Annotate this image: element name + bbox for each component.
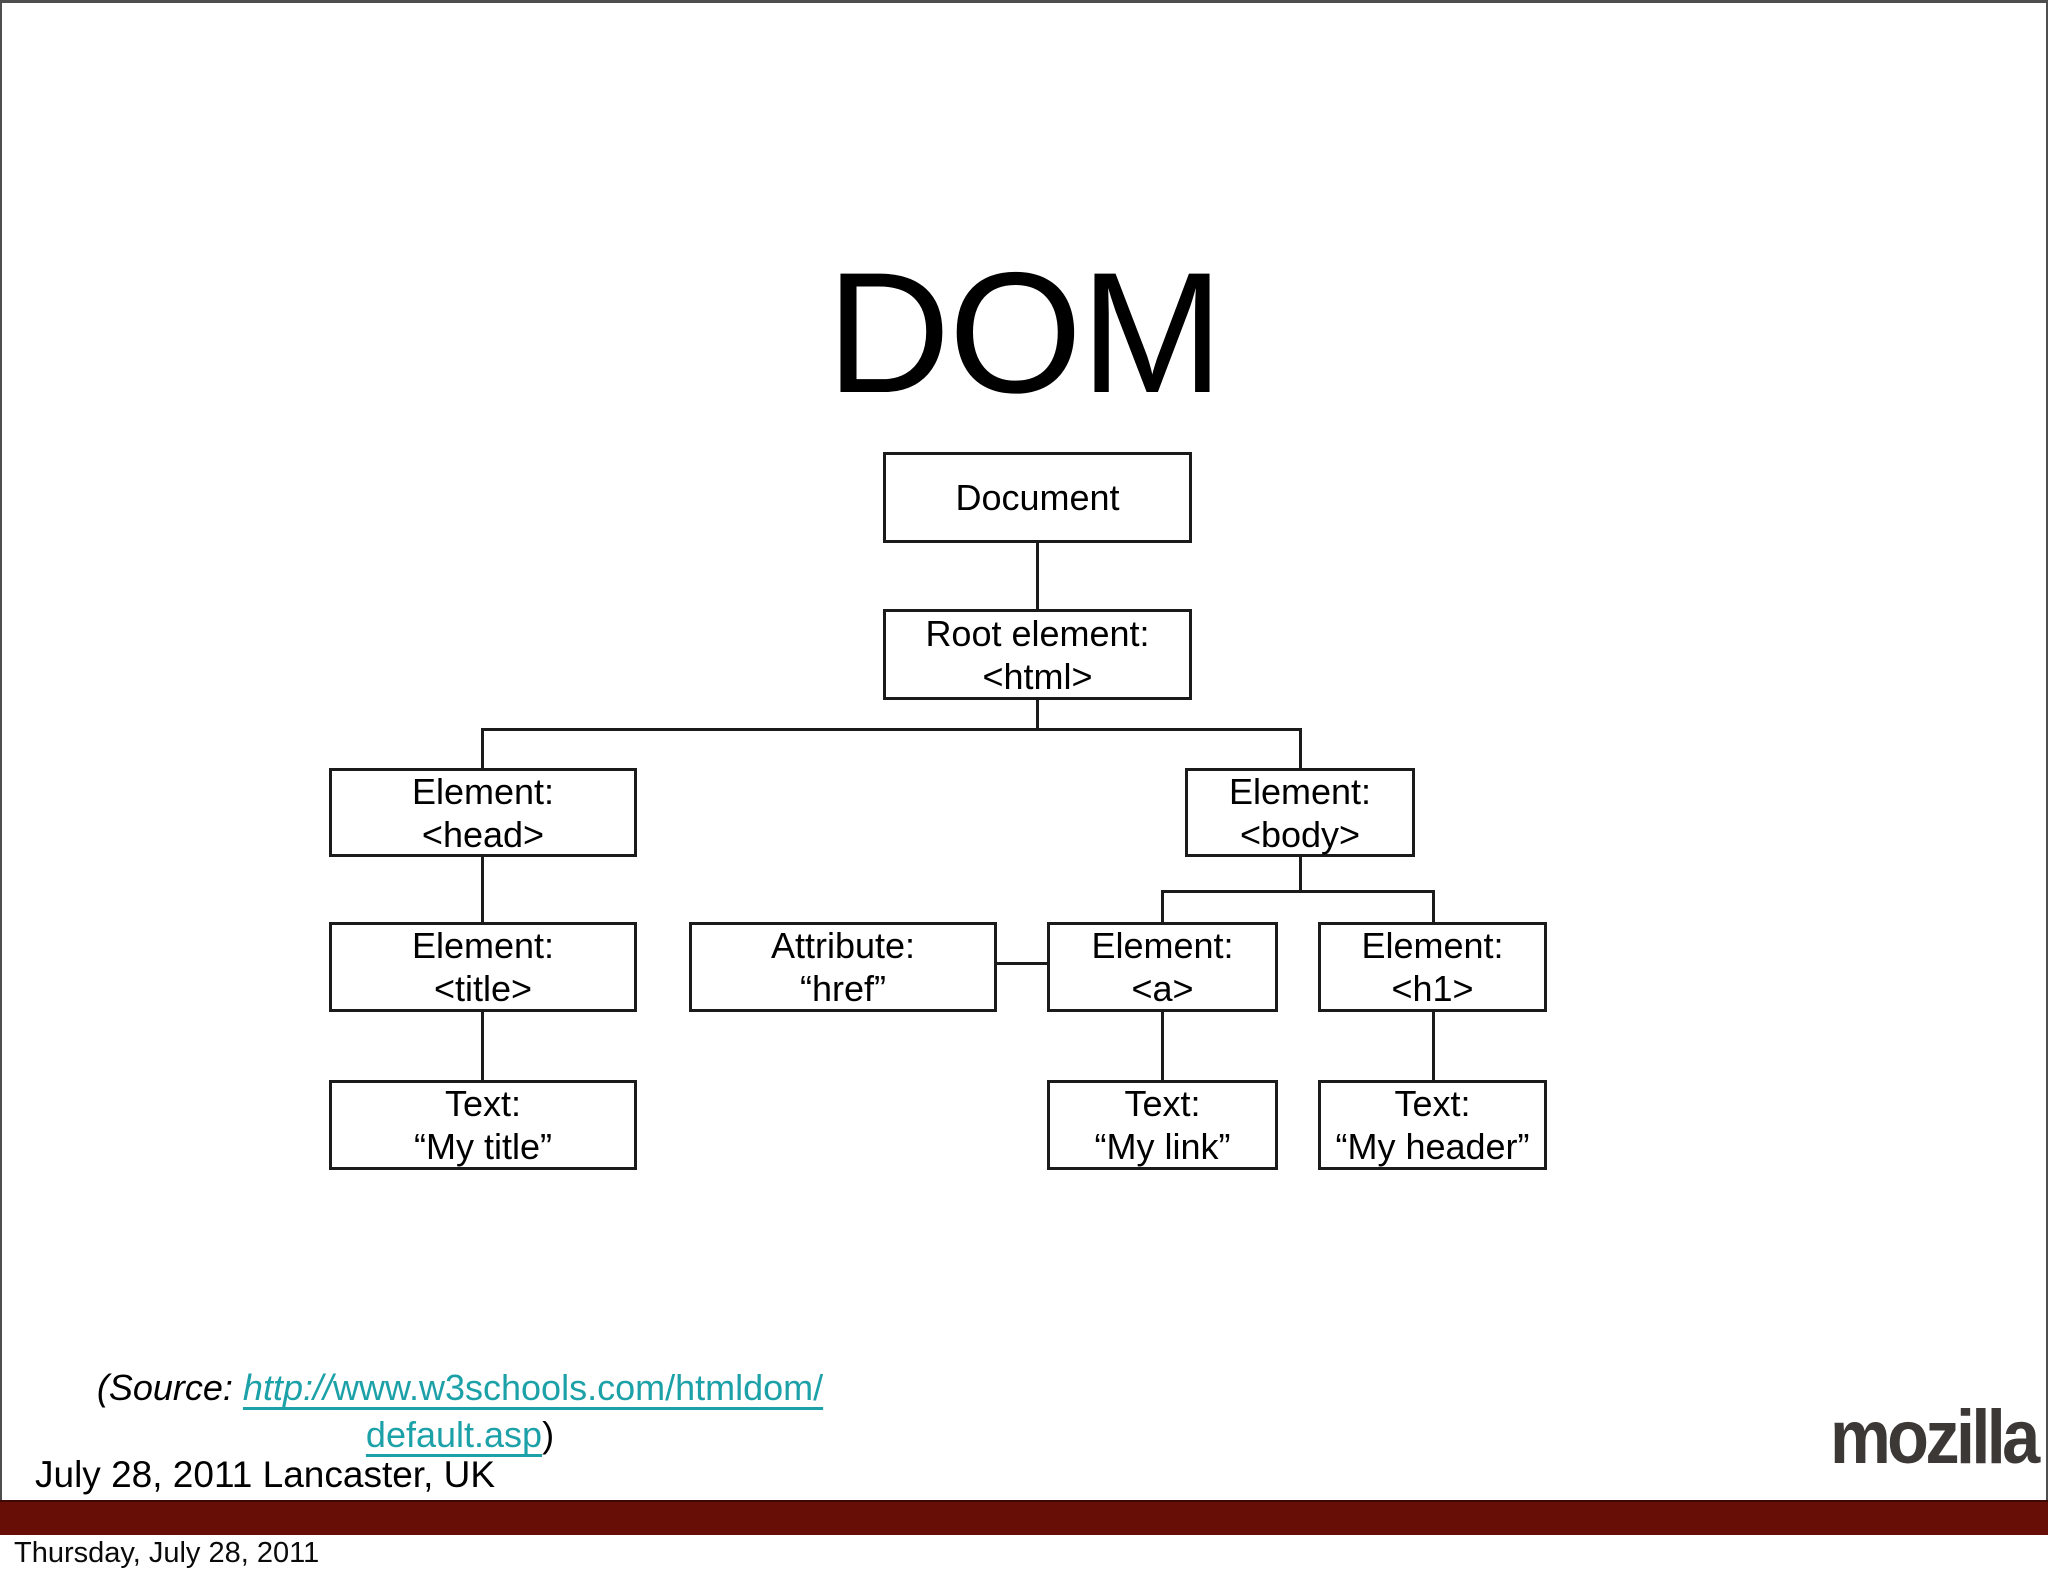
edge-body-stub — [1299, 857, 1302, 893]
source-attribution: (Source: http://www.w3schools.com/htmldo… — [60, 1364, 860, 1458]
node-attribute-href: Attribute: “href” — [689, 922, 997, 1012]
edge-root-stub — [1036, 700, 1039, 731]
edge-drop-head — [481, 728, 484, 768]
node-value: <head> — [421, 813, 545, 855]
node-label: Element: — [1228, 770, 1372, 812]
source-url-scheme[interactable]: http:// — [242, 1367, 333, 1408]
date-location-text: July 28, 2011 Lancaster, UK — [35, 1454, 496, 1495]
node-label: Attribute: — [770, 925, 916, 966]
node-label: Element: — [411, 925, 555, 966]
node-value: <html> — [982, 655, 1093, 697]
node-document: Document — [883, 452, 1192, 543]
maroon-divider-bar — [0, 1500, 2048, 1535]
node-element-title: Element: <title> — [329, 922, 637, 1012]
edge-anchor-text — [1161, 1012, 1164, 1080]
edge-drop-anchor — [1161, 890, 1164, 922]
node-label: Element: — [1091, 925, 1234, 966]
node-value: <h1> — [1391, 968, 1474, 1009]
edge-h1-text — [1432, 1012, 1435, 1080]
node-label: Element: — [411, 770, 555, 812]
node-element-a: Element: <a> — [1047, 922, 1278, 1012]
edge-root-children-horizontal — [481, 728, 1302, 731]
mozilla-logo: mozilla — [1830, 1395, 2040, 1480]
node-label: Text: — [1124, 1083, 1201, 1124]
edge-body-children-horizontal — [1161, 890, 1435, 893]
node-value: <title> — [433, 968, 533, 1009]
node-element-body: Element: <body> — [1185, 768, 1415, 857]
source-url-link[interactable]: http://www.w3schools.com/htmldom/ — [243, 1367, 823, 1408]
node-value: “My title” — [414, 1126, 552, 1167]
page-title: DOM — [826, 237, 1223, 430]
source-suffix: ) — [542, 1414, 555, 1455]
node-label: Text: — [444, 1083, 522, 1124]
node-text-my-title: Text: “My title” — [329, 1080, 637, 1170]
node-label: Text: — [1394, 1083, 1471, 1124]
node-value: <body> — [1239, 813, 1361, 855]
source-prefix: (Source: — [96, 1367, 243, 1408]
source-url-link-line2[interactable]: default.asp — [365, 1414, 543, 1455]
node-value: “My header” — [1335, 1126, 1530, 1167]
edge-drop-h1 — [1432, 890, 1435, 922]
node-element-h1: Element: <h1> — [1318, 922, 1547, 1012]
edge-title-text — [481, 1012, 484, 1080]
edge-drop-body — [1299, 728, 1302, 768]
slide-border-frame — [0, 0, 2048, 1500]
source-url-rest[interactable]: www.w3schools.com/htmldom/ — [332, 1367, 824, 1408]
edge-document-root — [1036, 543, 1039, 609]
edge-attribute-anchor — [997, 962, 1047, 965]
edge-head-title — [481, 857, 484, 922]
node-value: “href” — [799, 968, 886, 1009]
node-value: <a> — [1131, 968, 1194, 1009]
node-label: Document — [955, 477, 1120, 518]
node-root-element-html: Root element: <html> — [883, 609, 1192, 700]
node-label: Root element: — [925, 612, 1150, 654]
footer-date-text: Thursday, July 28, 2011 — [14, 1537, 320, 1569]
node-element-head: Element: <head> — [329, 768, 637, 857]
node-text-my-header: Text: “My header” — [1318, 1080, 1547, 1170]
node-label: Element: — [1361, 925, 1504, 966]
node-value: “My link” — [1094, 1126, 1231, 1167]
node-text-my-link: Text: “My link” — [1047, 1080, 1278, 1170]
